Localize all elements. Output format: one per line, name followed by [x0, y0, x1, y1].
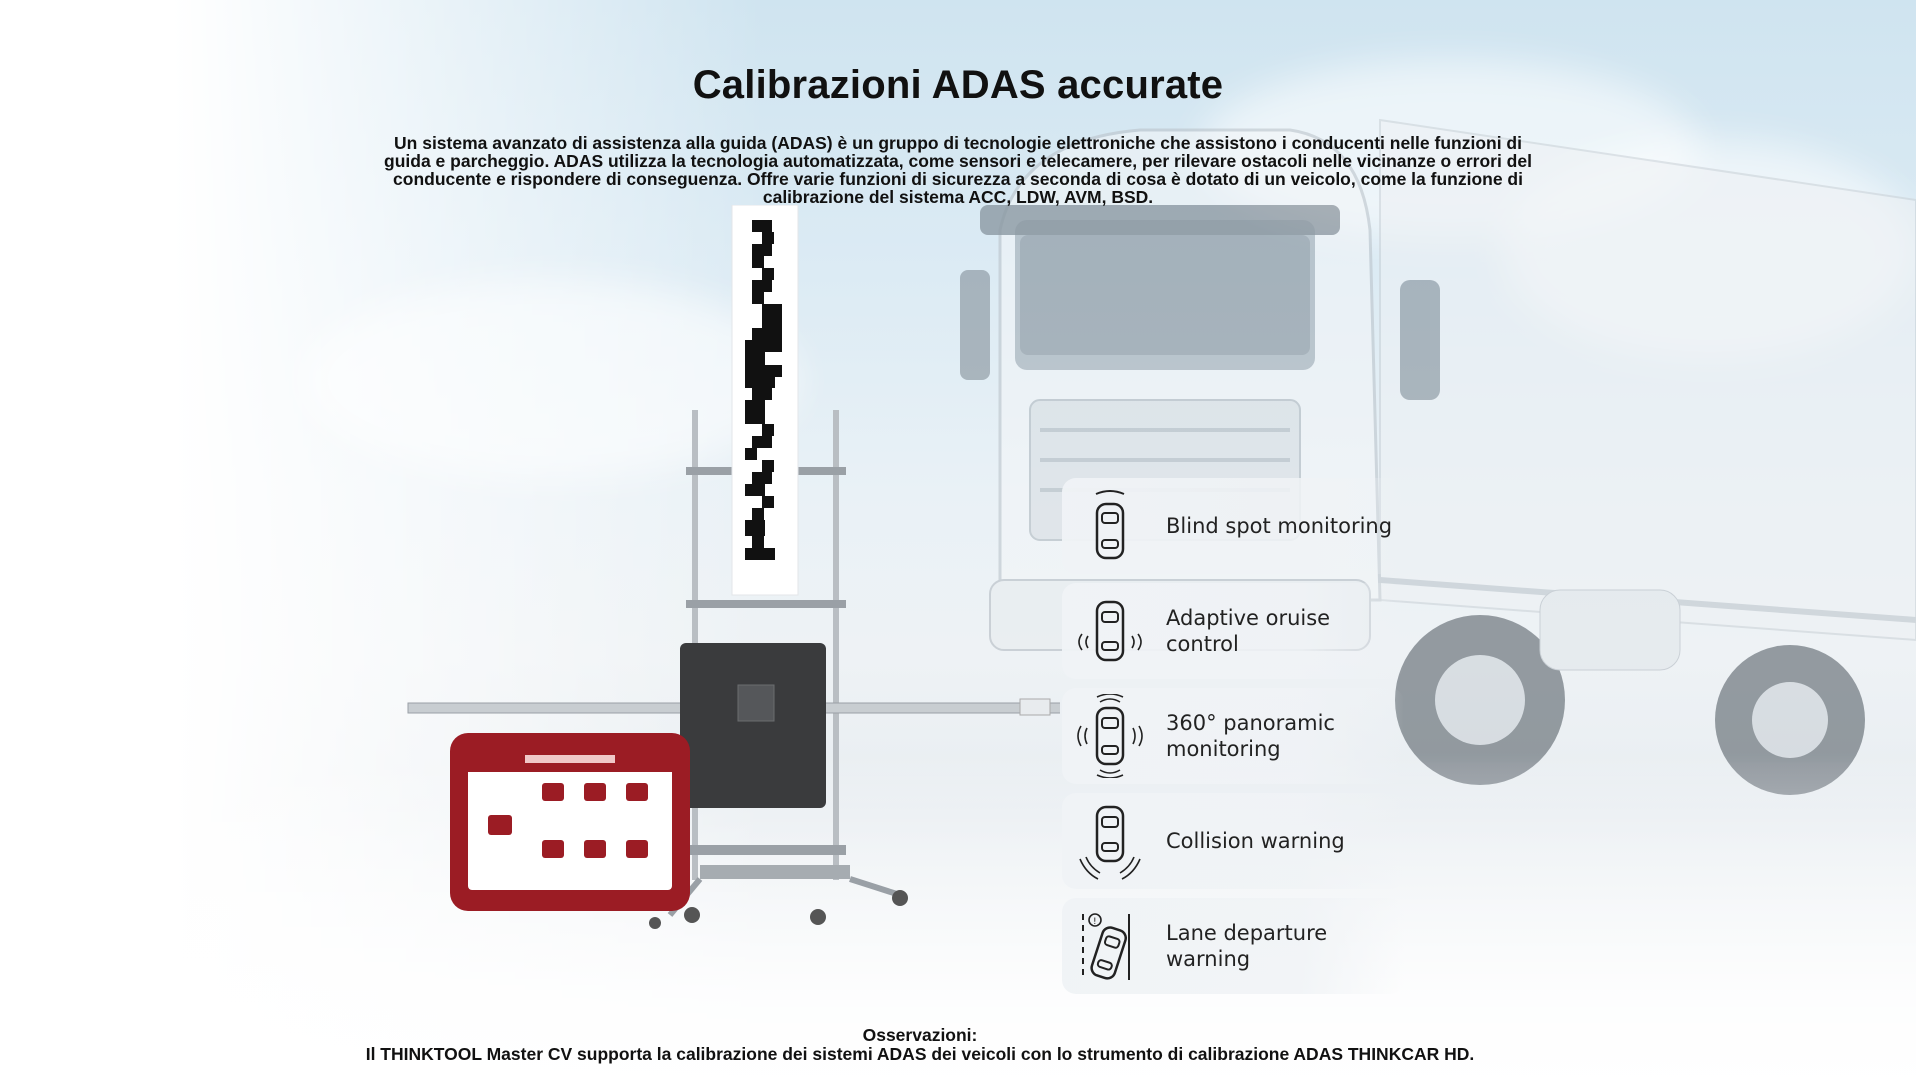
- page-title: Calibrazioni ADAS accurate: [692, 62, 1224, 107]
- feature-lane-departure: ! Lane departure warning: [1062, 898, 1404, 994]
- panoramic-car-icon: [1062, 688, 1158, 784]
- feature-label: Adaptive oruise control: [1166, 606, 1331, 656]
- adas-features-list: Blind spot monitoring Adaptive oruise co…: [1062, 478, 1404, 1003]
- intro-paragraph: Un sistema avanzato di assistenza alla g…: [384, 132, 1532, 207]
- notes-section: Osservazioni: Il THINKTOOL Master CV sup…: [0, 1026, 1840, 1064]
- feature-label: Lane departure warning: [1166, 921, 1328, 971]
- feature-adaptive-cruise: Adaptive oruise control: [1062, 583, 1404, 679]
- feature-blind-spot: Blind spot monitoring: [1062, 478, 1404, 574]
- feature-label: Collision warning: [1166, 829, 1345, 853]
- adaptive-cruise-car-icon: [1062, 583, 1158, 679]
- adas-calibration-equipment-image: [407, 205, 1060, 929]
- feature-collision-warning: Collision warning: [1062, 793, 1404, 889]
- svg-text:!: !: [1093, 917, 1097, 927]
- feature-360-panoramic: 360° panoramic monitoring: [1062, 688, 1404, 784]
- collision-warning-car-icon: [1062, 793, 1158, 889]
- lane-departure-car-icon: !: [1062, 898, 1158, 994]
- notes-text: Il THINKTOOL Master CV supporta la calib…: [365, 1044, 1475, 1064]
- notes-heading: Osservazioni:: [862, 1025, 978, 1045]
- blind-spot-car-icon: [1062, 478, 1158, 574]
- feature-label: Blind spot monitoring: [1166, 514, 1393, 538]
- feature-label: 360° panoramic monitoring: [1166, 711, 1335, 761]
